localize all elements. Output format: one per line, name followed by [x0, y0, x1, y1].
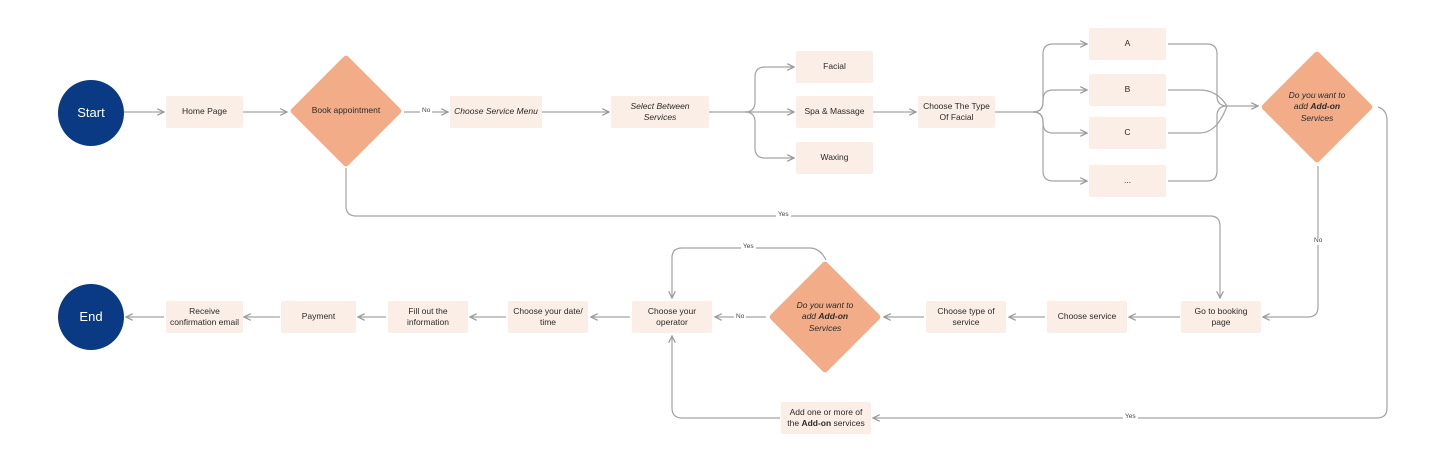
- choose-service-menu-node: Choose Service Menu: [450, 96, 542, 128]
- edge-q2-yes-operator: [672, 247, 827, 298]
- choose-type-of-service-node: Choose type of service: [926, 301, 1006, 333]
- option-b-node: B: [1089, 74, 1166, 106]
- edge-label-book-no: No: [420, 107, 433, 115]
- choose-type-of-facial-node: Choose The Type Of Facial: [918, 96, 995, 128]
- edge-select-facial: [709, 67, 794, 113]
- option-more-node: ...: [1089, 165, 1166, 197]
- edge-a-q1: [1168, 43, 1258, 106]
- book-appointment-label: Book appointment: [311, 105, 381, 116]
- choose-service-node: Choose service: [1047, 301, 1127, 333]
- edge-label-q2-yes: Yes: [741, 243, 756, 251]
- spa-massage-node: Spa & Massage: [796, 96, 873, 128]
- edge-type-a: [995, 44, 1087, 113]
- edge-q1-no-booking: [1263, 166, 1319, 317]
- addon-question-2-label: Do you want to add Add-on Services: [796, 299, 854, 333]
- edge-label-q2-no: No: [734, 313, 747, 321]
- edge-add-operator: [672, 336, 780, 419]
- go-to-booking-page-node: Go to booking page: [1181, 301, 1261, 333]
- choose-date-time-node: Choose your date/ time: [508, 301, 588, 333]
- choose-operator-node: Choose your operator: [632, 301, 712, 333]
- addon-question-1-label: Do you want to add Add-on Services: [1288, 89, 1346, 123]
- edge-type-b: [1032, 90, 1087, 113]
- add-services-node: Add one or more of the Add-on services: [781, 402, 871, 434]
- edge-label-q1-no: No: [1312, 237, 1325, 245]
- waxing-node: Waxing: [796, 142, 873, 174]
- facial-node: Facial: [796, 51, 873, 83]
- edge-type-more: [1032, 111, 1087, 181]
- start-node: Start: [58, 80, 124, 146]
- select-between-services-node: Select Between Services: [611, 96, 709, 128]
- option-a-node: A: [1089, 28, 1166, 60]
- edge-more-q1: [1168, 105, 1228, 182]
- edge-select-waxing: [744, 111, 794, 158]
- edge-b-q1: [1168, 89, 1228, 107]
- edge-label-book-yes: Yes: [776, 211, 791, 219]
- edge-c-q1: [1168, 105, 1228, 134]
- receive-confirmation-email-node: Receive confirmation email: [166, 301, 243, 333]
- edge-q1-yes-add: [873, 106, 1388, 418]
- end-node: End: [58, 284, 124, 350]
- payment-node: Payment: [281, 301, 356, 333]
- home-page-node: Home Page: [166, 96, 243, 128]
- edge-label-q1-yes: Yes: [1123, 413, 1138, 421]
- option-c-node: C: [1089, 117, 1166, 149]
- fill-out-information-node: Fill out the information: [388, 301, 468, 333]
